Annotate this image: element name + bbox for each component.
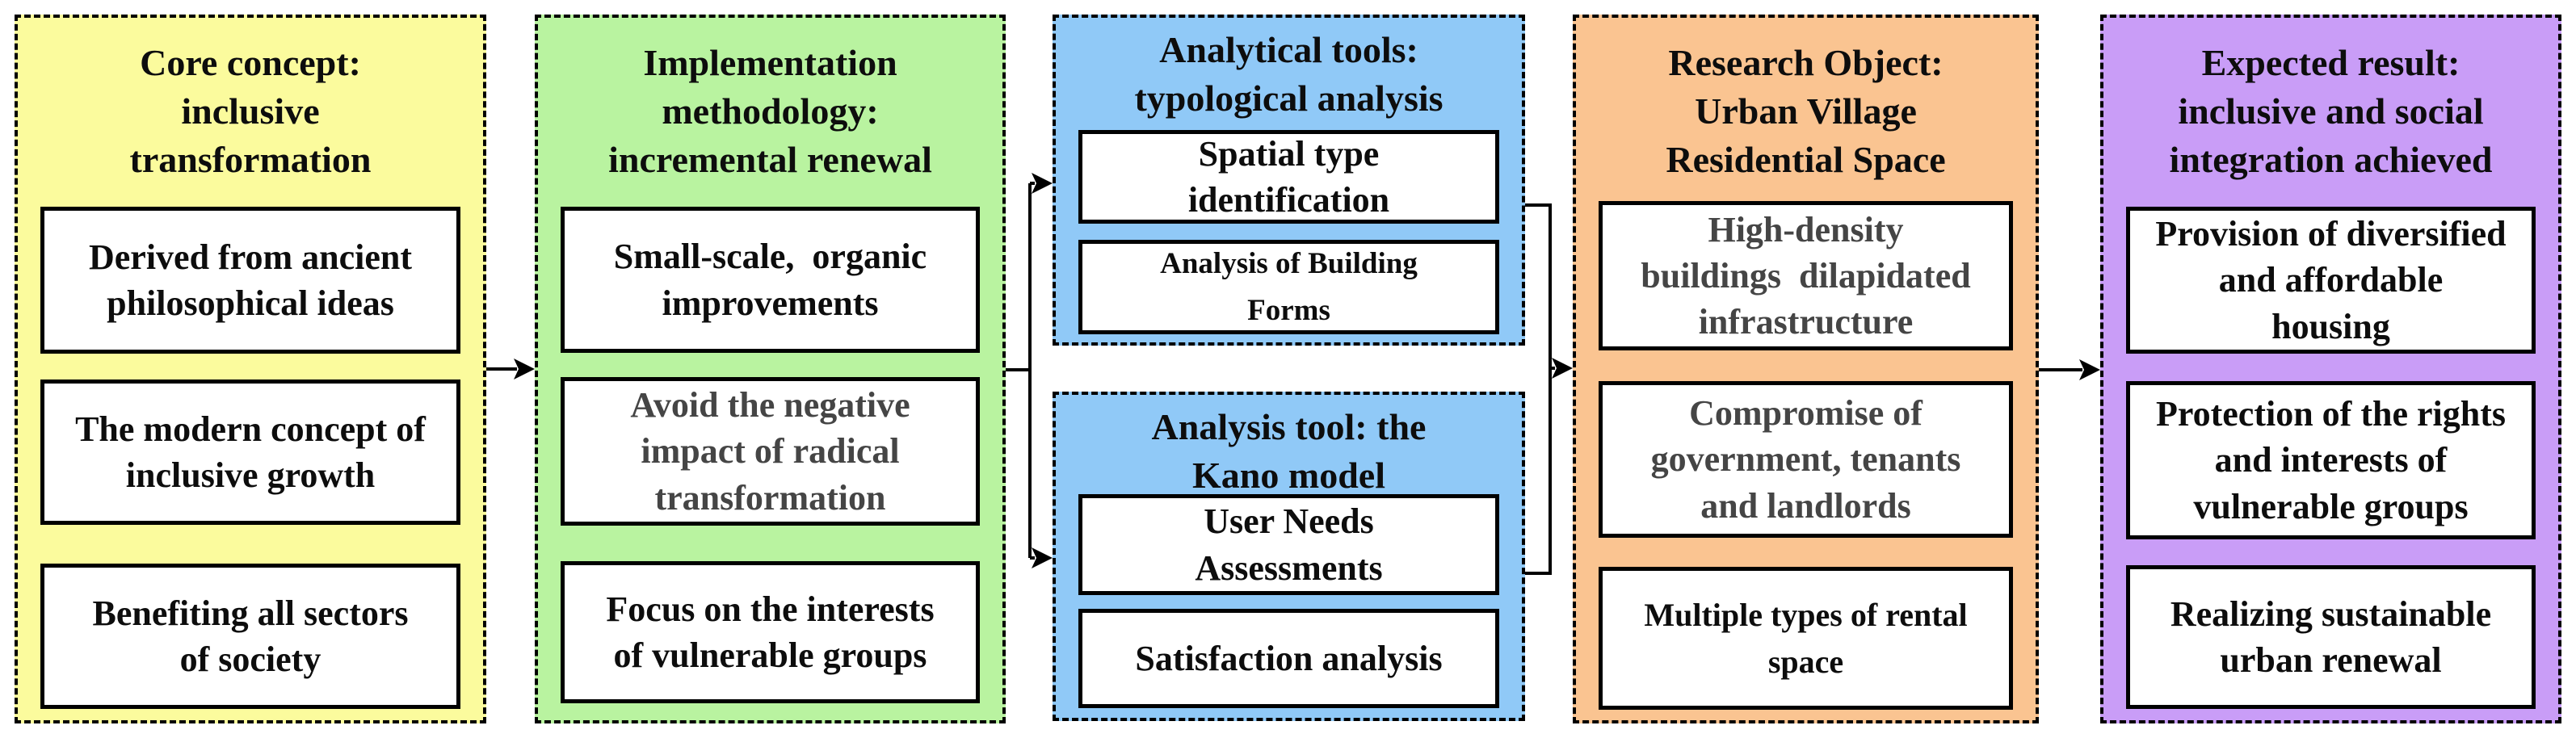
box-modern-inclusive-growth: The modern concept of inclusive growth (40, 379, 460, 525)
box-benefiting-all-sectors: Benefiting all sectors of society (40, 564, 460, 709)
box-derived-ancient-ideas: Derived from ancient philosophical ideas (40, 207, 460, 354)
group-kano-model: Analysis tool: the Kano model User Needs… (1053, 392, 1525, 721)
split-bracket-implementation-to-analytical (1006, 173, 1053, 568)
implementation-title: Implementation methodology: incremental … (608, 42, 932, 180)
core-concept-title: Core concept: inclusive transformation (129, 42, 372, 180)
column-expected-result: Expected result: inclusive and social in… (2100, 15, 2561, 723)
box-sustainable-urban-renewal: Realizing sustainable urban renewal (2126, 565, 2536, 709)
box-spatial-type-identification: Spatial type identification (1078, 130, 1499, 224)
box-high-density-buildings: High-density buildings dilapidated infra… (1599, 201, 2013, 350)
box-small-scale-improvements: Small-scale, organic improvements (561, 207, 980, 353)
box-analysis-building-forms: Analysis of Building Forms (1078, 240, 1499, 334)
box-compromise-stakeholders: Compromise of government, tenants and la… (1599, 381, 2013, 538)
box-user-needs-assessments: User Needs Assessments (1078, 494, 1499, 595)
kano-model-title: Analysis tool: the Kano model (1151, 406, 1427, 496)
box-protection-rights-interests: Protection of the rights and interests o… (2126, 381, 2536, 539)
box-diversified-affordable-housing: Provision of diversified and affordable … (2126, 207, 2536, 354)
column-research-object: Research Object: Urban Village Residenti… (1573, 15, 2039, 723)
box-focus-vulnerable-groups: Focus on the interests of vulnerable gro… (561, 561, 980, 703)
merge-bracket-analytical-to-research (1525, 203, 1573, 575)
box-multiple-rental-types: Multiple types of rental space (1599, 567, 2013, 710)
research-object-title: Research Object: Urban Village Residenti… (1666, 42, 1946, 180)
column-core-concept: Core concept: inclusive transformation D… (15, 15, 486, 723)
expected-result-title: Expected result: inclusive and social in… (2169, 42, 2493, 180)
column-implementation-methodology: Implementation methodology: incremental … (535, 15, 1006, 723)
box-avoid-negative-impact: Avoid the negative impact of radical tra… (561, 377, 980, 526)
typological-analysis-title: Analytical tools: typological analysis (1134, 29, 1443, 119)
arrow-research-to-expected (2039, 359, 2100, 380)
group-typological-analysis: Analytical tools: typological analysis S… (1053, 15, 1525, 346)
box-satisfaction-analysis: Satisfaction analysis (1078, 609, 1499, 708)
arrow-core-to-implementation (486, 359, 535, 379)
